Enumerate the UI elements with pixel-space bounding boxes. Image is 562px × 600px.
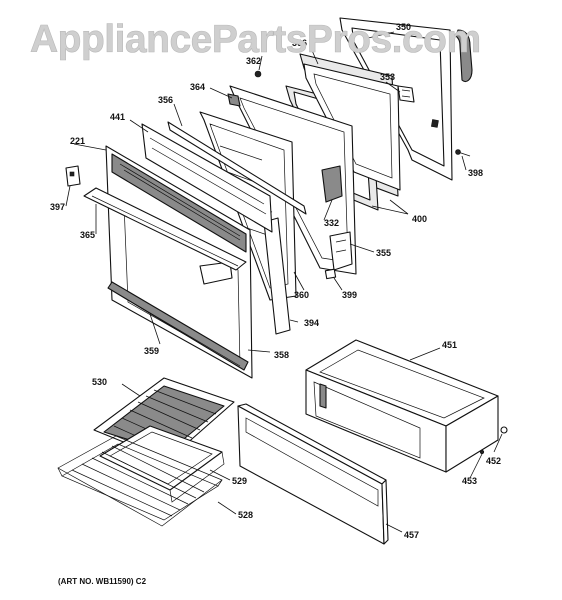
door-hinge-bracket: [65, 165, 81, 187]
part-labels: 350 362 364 366 353 356 441 221 397 365 …: [50, 22, 501, 540]
label-360: 360: [294, 290, 309, 300]
label-394: 394: [304, 318, 319, 328]
storage-drawer: [305, 339, 499, 473]
label-350: 350: [396, 22, 411, 32]
door-gasket: [455, 29, 473, 83]
label-358: 358: [274, 350, 289, 360]
door-handle: [83, 187, 247, 271]
label-457: 457: [404, 530, 419, 540]
art-number: (ART NO. WB11590) C2: [58, 577, 147, 586]
label-528: 528: [238, 510, 253, 520]
label-355: 355: [376, 248, 391, 258]
outer-door-panel: [105, 145, 253, 379]
door-side-channel: [167, 121, 307, 335]
label-399: 399: [342, 290, 357, 300]
label-452: 452: [486, 456, 501, 466]
label-362: 362: [246, 56, 261, 66]
label-451: 451: [442, 340, 457, 350]
label-356: 356: [158, 95, 173, 105]
label-359: 359: [144, 346, 159, 356]
hinge-bracket: [397, 85, 415, 103]
label-221: 221: [70, 136, 85, 146]
label-453: 453: [462, 476, 477, 486]
door-clip: [324, 268, 337, 280]
label-398: 398: [468, 168, 483, 178]
label-530: 530: [92, 377, 107, 387]
label-529: 529: [232, 476, 247, 486]
door-vent-trim: [141, 123, 273, 233]
watermark: AppliancePartsPros.com: [30, 18, 481, 61]
label-400: 400: [412, 214, 427, 224]
door-spring-clip: [227, 93, 241, 107]
label-441: 441: [110, 112, 125, 122]
drawer-roller: [479, 426, 508, 455]
oven-rack: [57, 435, 223, 527]
door-screw: [254, 55, 263, 78]
leader-lines: [65, 31, 503, 533]
label-364: 364: [190, 82, 205, 92]
screw: [455, 149, 471, 157]
label-366: 366: [292, 38, 307, 48]
label-365: 365: [80, 230, 95, 240]
door-bottom-trim: [107, 281, 249, 371]
label-397: 397: [50, 202, 65, 212]
label-353: 353: [380, 72, 395, 82]
drawer-front-panel: [237, 403, 389, 545]
label-332: 332: [324, 218, 339, 228]
